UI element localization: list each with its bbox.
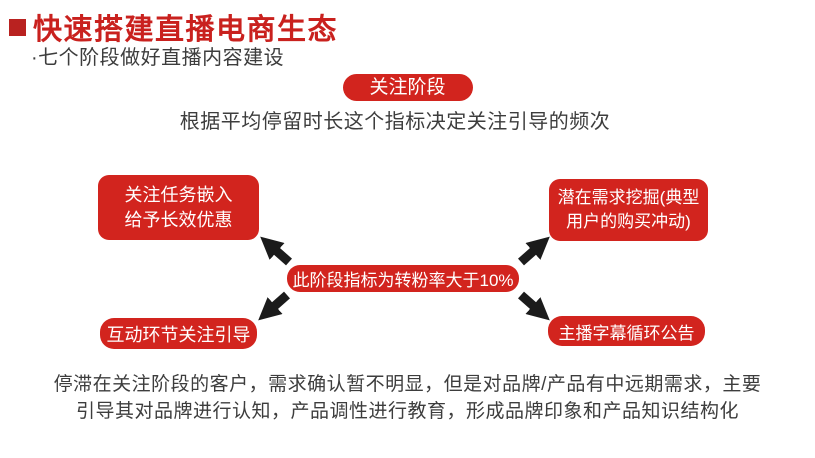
arrow-top-left-icon xyxy=(260,236,292,266)
arrow-top-right-icon xyxy=(518,236,550,266)
node-top-right-line2: 用户的购买冲动) xyxy=(566,212,691,231)
node-center: 此阶段指标为转粉率大于10% xyxy=(287,265,519,292)
stage-description: 根据平均停留时长这个指标决定关注引导的频次 xyxy=(179,111,611,133)
node-bottom-right: 主播字幕循环公告 xyxy=(548,316,705,346)
arrow-bottom-left-icon xyxy=(258,291,290,321)
node-top-right: 潜在需求挖掘(典型 用户的购买冲动) xyxy=(549,179,708,241)
node-top-right-line1: 潜在需求挖掘(典型 xyxy=(557,188,700,207)
arrow-bottom-right-icon xyxy=(518,291,550,321)
subtitle: ·七个阶段做好直播内容建设 xyxy=(31,47,285,69)
title-bullet-icon xyxy=(9,19,26,36)
node-top-left: 关注任务嵌入 给予长效优惠 xyxy=(98,175,259,240)
node-bottom-left: 互动环节关注引导 xyxy=(100,318,257,349)
footer-line1: 停滞在关注阶段的客户，需求确认暂不明显，但是对品牌/产品有中远期需求，主要 xyxy=(53,374,762,395)
node-top-left-line2: 给予长效优惠 xyxy=(124,209,233,230)
node-top-left-line1: 关注任务嵌入 xyxy=(124,184,233,205)
stage-badge: 关注阶段 xyxy=(342,74,473,101)
page-title: 快速搭建直播电商生态 xyxy=(33,14,339,46)
footer-line2: 引导其对品牌进行认知，产品调性进行教育，形成品牌印象和产品知识结构化 xyxy=(75,401,739,422)
footer-paragraph: 停滞在关注阶段的客户，需求确认暂不明显，但是对品牌/产品有中远期需求，主要 引导… xyxy=(0,371,815,425)
